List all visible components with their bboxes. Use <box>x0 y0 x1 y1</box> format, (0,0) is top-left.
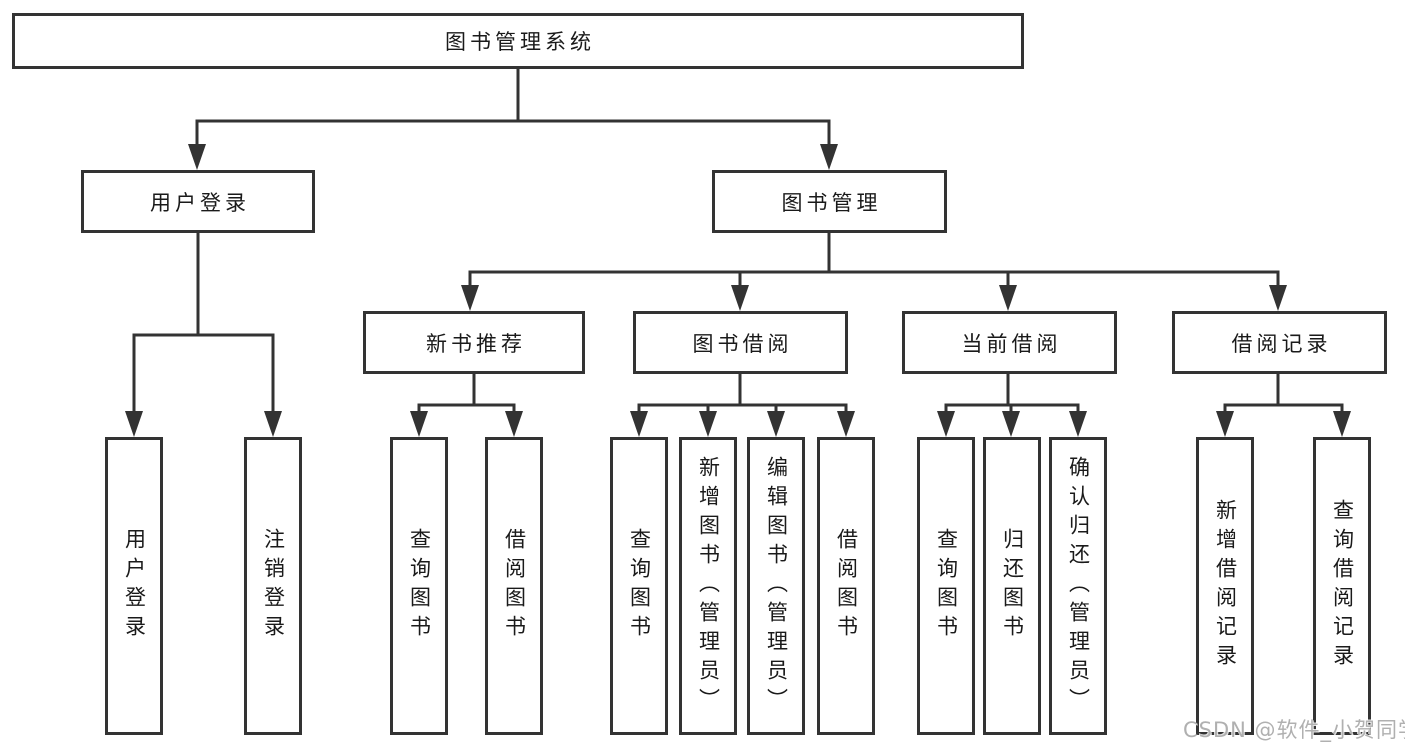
node-user-login: 用户登录 <box>81 170 315 233</box>
leaf-query-borrow-record: 查询借阅记录 <box>1313 437 1371 735</box>
leaf-borrow-books-recommend: 借阅图书 <box>485 437 543 735</box>
node-library-management-system: 图书管理系统 <box>12 13 1024 69</box>
node-current-borrowing: 当前借阅 <box>902 311 1117 374</box>
node-book-borrowing: 图书借阅 <box>633 311 848 374</box>
leaf-edit-book-admin: 编辑图书（管理员） <box>747 437 805 735</box>
node-book-management: 图书管理 <box>712 170 947 233</box>
leaf-query-books-borrowing: 查询图书 <box>610 437 668 735</box>
leaf-logout: 注销登录 <box>244 437 302 735</box>
leaf-confirm-return-admin: 确认归还（管理员） <box>1049 437 1107 735</box>
leaf-query-books-recommend: 查询图书 <box>390 437 448 735</box>
leaf-query-books-current: 查询图书 <box>917 437 975 735</box>
leaf-borrow-books-borrowing: 借阅图书 <box>817 437 875 735</box>
leaf-add-borrow-record: 新增借阅记录 <box>1196 437 1254 735</box>
node-borrowing-records: 借阅记录 <box>1172 311 1387 374</box>
leaf-return-books: 归还图书 <box>983 437 1041 735</box>
leaf-user-login: 用户登录 <box>105 437 163 735</box>
node-new-book-recommendation: 新书推荐 <box>363 311 585 374</box>
csdn-watermark: CSDN @软件_小贺同学 <box>1183 718 1405 742</box>
leaf-add-book-admin: 新增图书（管理员） <box>679 437 737 735</box>
